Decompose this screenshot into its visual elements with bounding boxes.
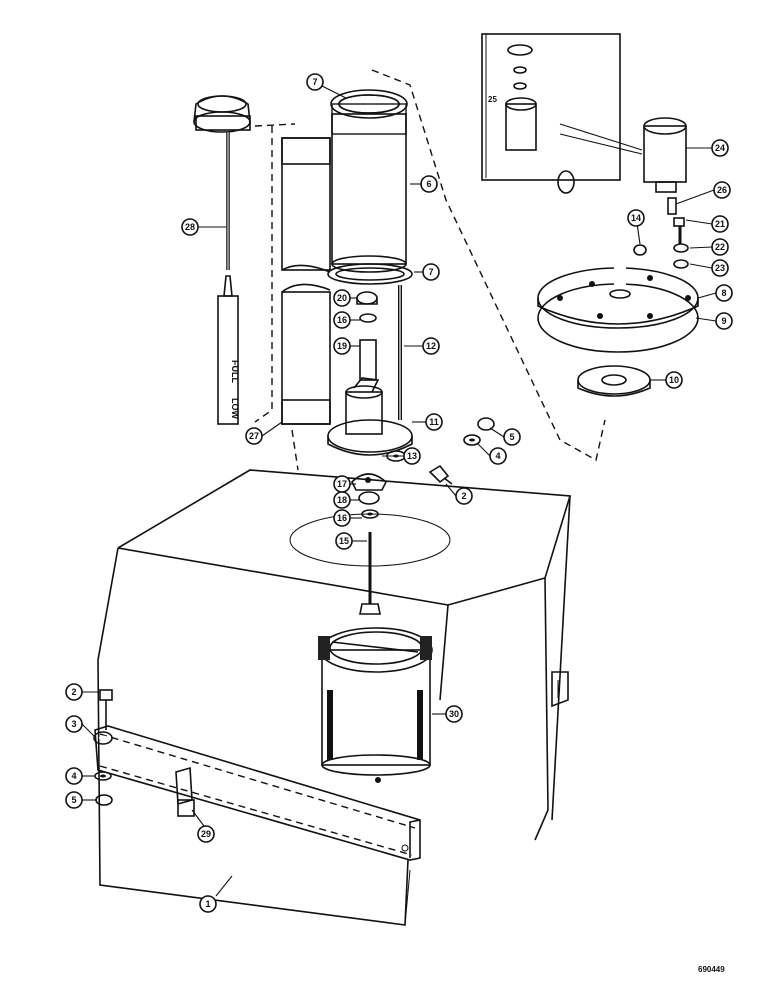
callout-14: 14 <box>627 209 645 227</box>
callout-label: 12 <box>426 341 436 351</box>
callout-11: 11 <box>425 413 443 431</box>
callout-balloons: 7 6 7 12 20 16 19 11 13 17 18 16 15 28 2… <box>65 73 733 913</box>
callout-label: 4 <box>495 451 500 461</box>
callout-7: 7 <box>422 263 440 281</box>
callout-27: 27 <box>245 427 263 445</box>
callout-8: 8 <box>715 284 733 302</box>
callout-label: 16 <box>337 315 347 325</box>
callout-19: 19 <box>333 337 351 355</box>
callout-6: 6 <box>420 175 438 193</box>
callout-7: 7 <box>306 73 324 91</box>
filter-element <box>318 627 433 783</box>
dipstick-cap: FULL LOW <box>193 95 251 425</box>
callout-16: 16 <box>333 311 351 329</box>
callout-label: 18 <box>337 495 347 505</box>
figure-code: 690449 <box>698 965 725 974</box>
callout-16: 16 <box>333 509 351 527</box>
dipstick-low-label: LOW <box>230 398 240 419</box>
callout-label: 2 <box>461 491 466 501</box>
callout-label: 20 <box>337 293 347 303</box>
center-bolt-assembly <box>351 473 387 615</box>
callout-23: 23 <box>711 259 729 277</box>
callout-label: 11 <box>429 417 439 427</box>
callout-10: 10 <box>665 371 683 389</box>
callout-24: 24 <box>711 139 729 157</box>
callout-2: 2 <box>65 683 83 701</box>
callout-label: 23 <box>715 263 725 273</box>
filler-tube <box>281 137 331 425</box>
callout-label: 9 <box>721 316 726 326</box>
callout-label: 3 <box>71 719 76 729</box>
callout-label: 5 <box>71 795 76 805</box>
callout-12: 12 <box>422 337 440 355</box>
callout-label: 16 <box>337 513 347 523</box>
callout-label: 22 <box>715 242 725 252</box>
callout-label: 2 <box>71 687 76 697</box>
callout-label: 24 <box>715 143 725 153</box>
callout-30: 30 <box>445 705 463 723</box>
callout-21: 21 <box>711 215 729 233</box>
callout-label: 13 <box>407 451 417 461</box>
callout-20: 20 <box>333 289 351 307</box>
callout-label: 15 <box>339 536 349 546</box>
dipstick-full-label: FULL <box>230 360 240 383</box>
callout-label: 27 <box>249 431 259 441</box>
callout-label: 6 <box>426 179 431 189</box>
callout-label: 17 <box>337 479 347 489</box>
callout-label: 19 <box>337 341 347 351</box>
callout-label: 5 <box>509 432 514 442</box>
callout-label: 7 <box>428 267 433 277</box>
callout-15: 15 <box>335 532 353 550</box>
callout-28: 28 <box>181 218 199 236</box>
callout-26: 26 <box>713 181 731 199</box>
callout-29: 29 <box>197 825 215 843</box>
callout-label: 7 <box>312 77 317 87</box>
callout-label: 30 <box>449 709 459 719</box>
callout-5: 5 <box>503 428 521 446</box>
bypass-valve-assembly <box>327 285 413 462</box>
callout-4: 4 <box>489 447 507 465</box>
callout-label: 1 <box>205 899 210 909</box>
callout-2: 2 <box>455 487 473 505</box>
callout-4: 4 <box>65 767 83 785</box>
callout-13: 13 <box>403 447 421 465</box>
callout-17: 17 <box>333 475 351 493</box>
filler-strainer <box>327 89 413 285</box>
callout-22: 22 <box>711 238 729 256</box>
callout-9: 9 <box>715 312 733 330</box>
breather-assembly: 25 <box>481 33 689 269</box>
inset-label-25: 25 <box>488 95 497 104</box>
callout-label: 29 <box>201 829 211 839</box>
callout-label: 8 <box>721 288 726 298</box>
filter-cover-assembly <box>537 170 699 397</box>
callout-5: 5 <box>65 791 83 809</box>
callout-label: 21 <box>715 219 725 229</box>
drain-plug <box>175 766 195 817</box>
callout-label: 4 <box>71 771 76 781</box>
side-fasteners <box>428 417 495 485</box>
callout-18: 18 <box>333 491 351 509</box>
callout-3: 3 <box>65 715 83 733</box>
callout-label: 10 <box>669 375 679 385</box>
callout-1: 1 <box>199 895 217 913</box>
callout-label: 28 <box>185 222 195 232</box>
callout-label: 14 <box>631 213 641 223</box>
callout-label: 26 <box>717 185 727 195</box>
